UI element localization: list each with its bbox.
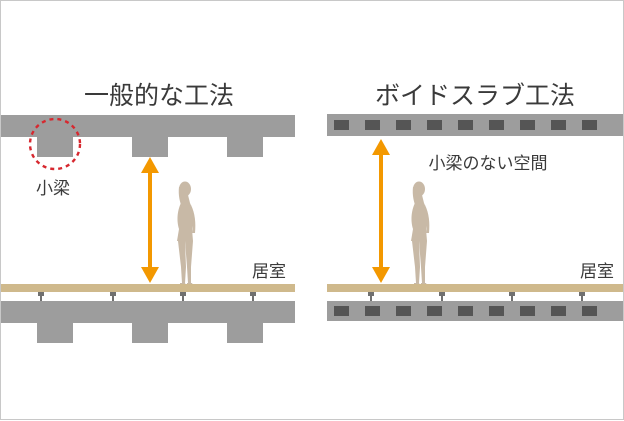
left-title: 一般的な工法 bbox=[84, 81, 234, 110]
right-panel: ボイドスラブ工法 bbox=[327, 81, 623, 321]
right-room-label: 居室 bbox=[580, 262, 614, 282]
beam-highlight-circle bbox=[28, 117, 82, 171]
left-panel: 一般的な工法 小梁 居室 bbox=[1, 81, 295, 343]
right-upper-slab bbox=[327, 114, 623, 136]
right-title: ボイドスラブ工法 bbox=[375, 81, 575, 110]
beam-label: 小梁 bbox=[36, 179, 70, 199]
right-height-arrow bbox=[372, 139, 390, 283]
right-lower-slab bbox=[327, 301, 623, 321]
left-lower-slab bbox=[1, 301, 295, 343]
right-person-icon bbox=[411, 181, 430, 287]
left-upper-slab bbox=[1, 115, 295, 157]
left-room-label: 居室 bbox=[252, 262, 286, 282]
left-height-arrow bbox=[141, 157, 159, 283]
left-floor bbox=[1, 284, 295, 292]
space-label: 小梁のない空間 bbox=[429, 154, 548, 174]
right-floor bbox=[327, 284, 623, 292]
left-person-icon bbox=[177, 181, 196, 287]
